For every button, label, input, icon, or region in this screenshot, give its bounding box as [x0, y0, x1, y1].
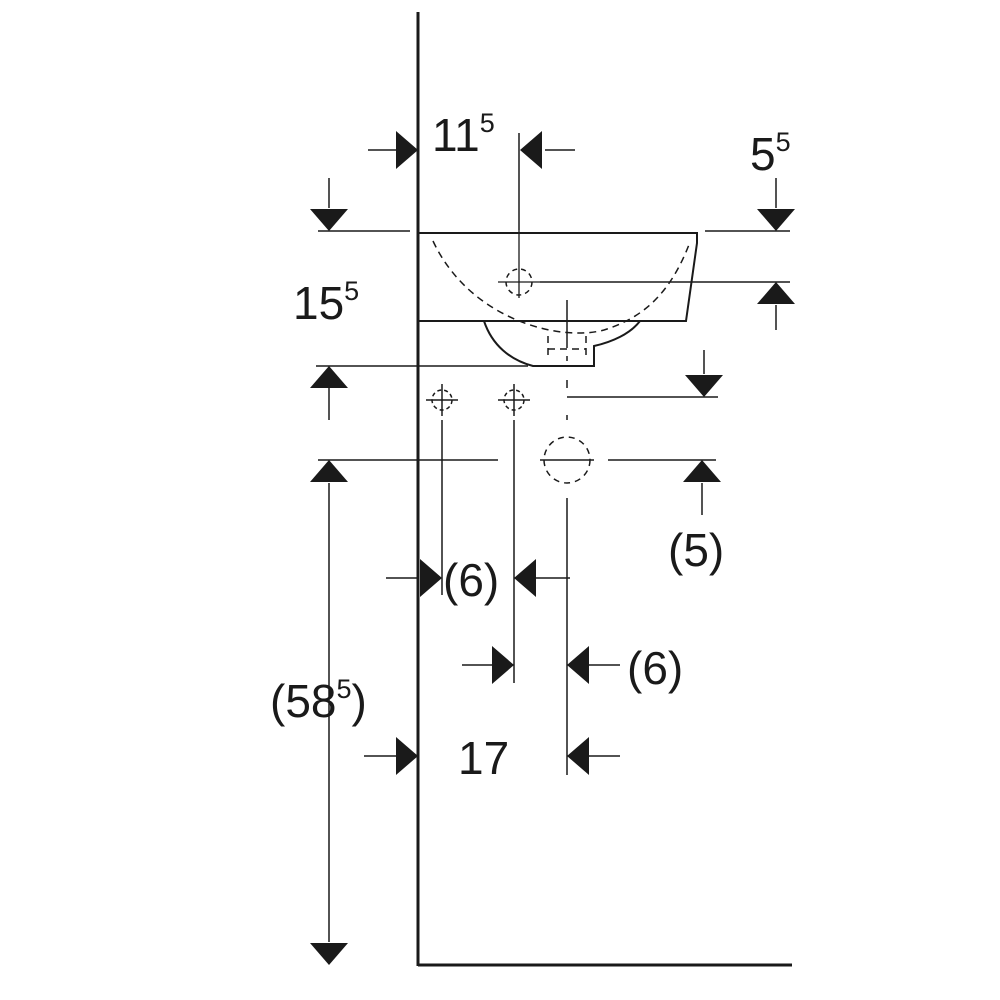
dim-superscript: 5	[336, 674, 352, 704]
dim-superscript: 5	[344, 276, 360, 306]
dim-value: (6)	[443, 554, 500, 606]
dimension-label-mounting-height: (585)	[270, 675, 367, 727]
dim-value: 11	[432, 109, 480, 161]
basin-bowl-hidden-line	[432, 240, 691, 358]
dim-open: (	[270, 675, 286, 727]
dimension-label-supply-spacing-right: (6)	[627, 645, 683, 691]
dim-superscript: 5	[775, 127, 791, 157]
dimension-label-tap-depth: 55	[750, 128, 791, 180]
dim-value: 5	[750, 128, 776, 180]
waste-outlet-symbol	[540, 436, 594, 484]
dimension-label-supply-spacing-left: (6)	[443, 557, 499, 603]
dimension-label-waste-offset: (5)	[668, 527, 724, 573]
dim-close: )	[351, 675, 367, 727]
water-supply-symbols	[426, 384, 530, 683]
dimension-label-basin-height: 155	[293, 277, 359, 329]
basin-outline	[418, 232, 698, 367]
dim-value: 58	[285, 675, 337, 727]
dimension-label-waste-from-wall: 17	[458, 735, 509, 781]
dimension-lines	[328, 149, 777, 942]
dimension-label-top-tap-offset: 115	[432, 109, 495, 161]
wall-and-floor	[416, 12, 792, 967]
dim-value: (6)	[627, 642, 684, 694]
dim-value: (5)	[668, 524, 725, 576]
dim-value: 15	[293, 277, 345, 329]
extension-lines	[316, 133, 790, 757]
dim-value: 17	[458, 732, 510, 784]
dim-superscript: 5	[479, 108, 495, 138]
tap-hole-symbol	[498, 230, 540, 298]
